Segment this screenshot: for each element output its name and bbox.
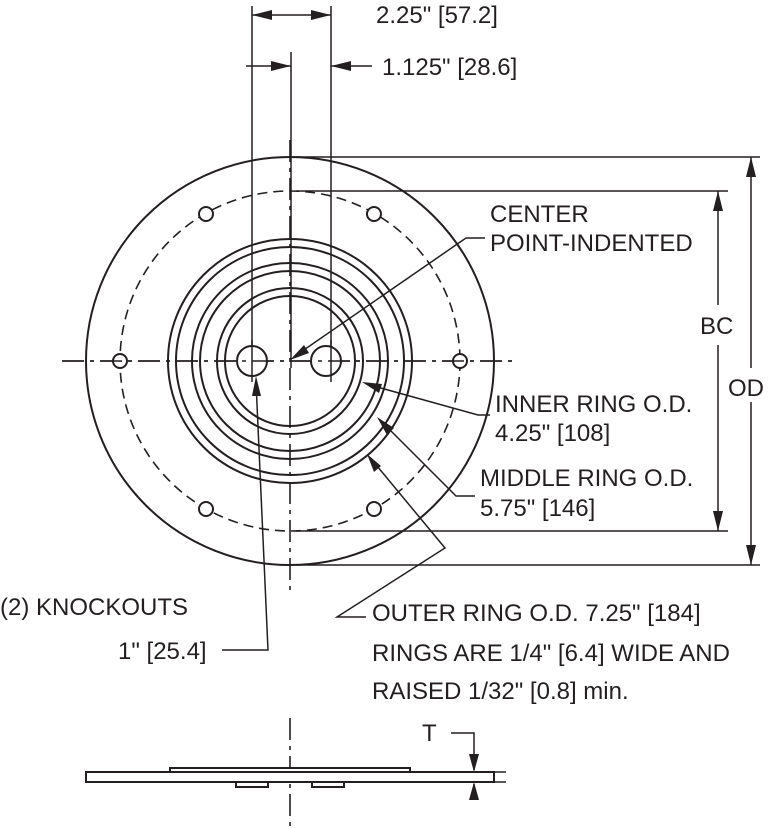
hole-spacing-label: 2.25" [57.2] [376, 2, 498, 29]
outer-ring-callout: OUTER RING O.D. 7.25" [184] RINGS ARE 1/… [334, 454, 730, 705]
bolt-hole [198, 206, 214, 222]
thickness-label: T [422, 720, 437, 747]
center-callout-line1: CENTER [490, 201, 589, 228]
plate-side-view [85, 718, 495, 829]
half-spacing-dimension: 1.125" [28.6] [246, 52, 517, 368]
inner-callout-line1: INNER RING O.D. [495, 391, 692, 418]
knockouts-callout-line1: (2) KNOCKOUTS [0, 594, 188, 621]
outer-callout-line1: OUTER RING O.D. 7.25" [184] [372, 600, 701, 627]
plate-edge [85, 771, 495, 783]
middle-callout-line1: MIDDLE RING O.D. [480, 465, 693, 492]
bolt-holes [112, 206, 468, 517]
middle-callout-line2: 5.75" [146] [480, 495, 595, 522]
bolt-circle-label: BC [700, 313, 733, 340]
outer-callout-line2: RINGS ARE 1/4" [6.4] WIDE AND [372, 640, 730, 667]
thickness-dimension: T [422, 720, 506, 800]
bolt-hole [198, 501, 214, 517]
center-callout-line2: POINT-INDENTED [490, 230, 693, 257]
outer-callout-line3: RAISED 1/32" [0.8] min. [372, 678, 629, 705]
outer-ring-edge [169, 767, 411, 773]
knockout-tab-right [311, 781, 345, 788]
outside-diameter-label: OD [728, 375, 764, 402]
plate-plan-view [62, 140, 518, 595]
knockouts-callout: (2) KNOCKOUTS 1" [25.4] [0, 376, 269, 665]
center-point-callout: CENTER POINT-INDENTED [290, 201, 693, 360]
outside-diameter-dimension: OD [296, 156, 764, 566]
middle-ring-callout: MIDDLE RING O.D. 5.75" [146] [377, 417, 693, 522]
knockouts-callout-line2: 1" [25.4] [118, 638, 207, 665]
bolt-circle-dimension: BC [296, 190, 733, 532]
inner-ring-callout: INNER RING O.D. 4.25" [108] [362, 382, 692, 447]
bolt-hole [366, 206, 382, 222]
bolt-hole [366, 501, 382, 517]
knockout-tab-left [235, 781, 269, 788]
half-spacing-label: 1.125" [28.6] [382, 54, 517, 81]
inner-callout-line2: 4.25" [108] [495, 420, 610, 447]
